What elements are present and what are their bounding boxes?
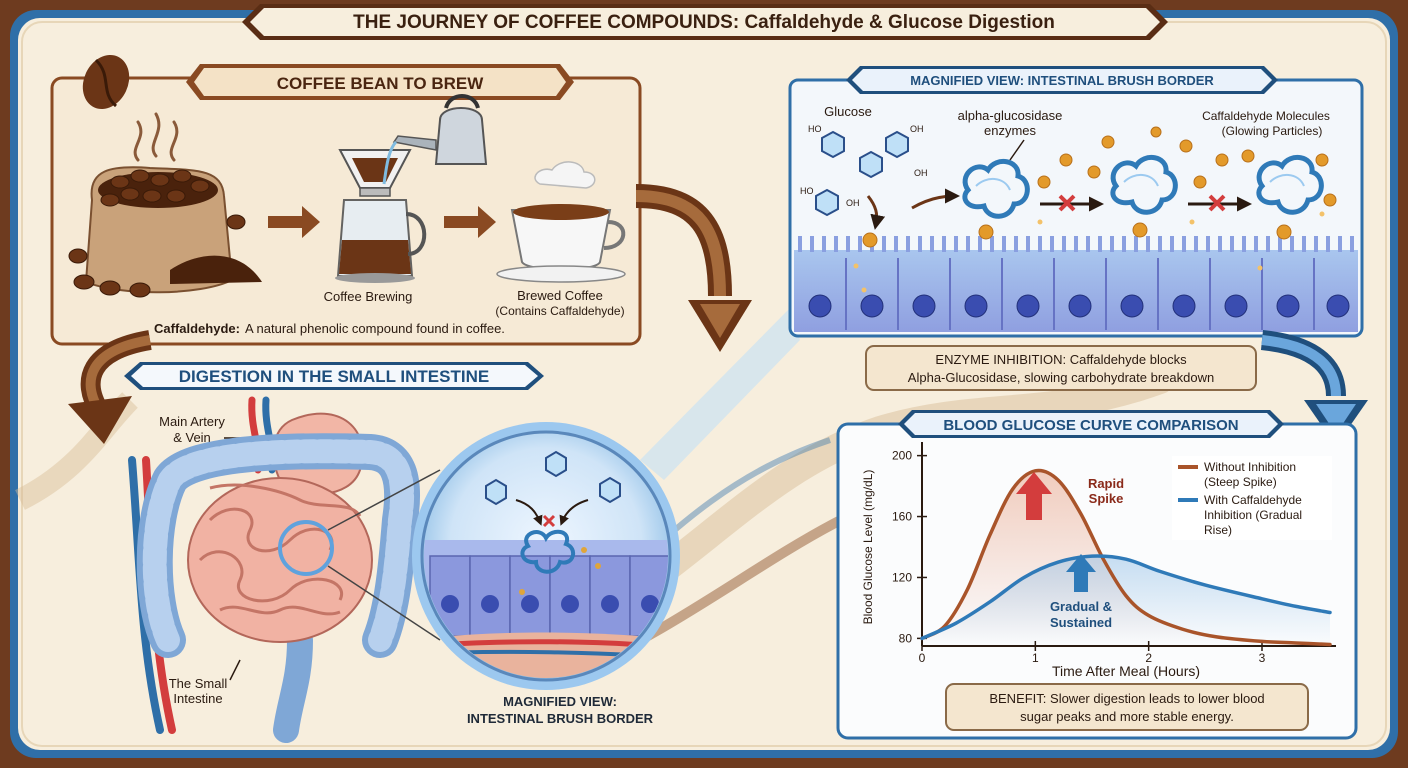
magnified-label-line1: MAGNIFIED VIEW:	[503, 694, 617, 709]
coffee-sack-icon	[68, 166, 262, 298]
large-intestine-icon	[136, 433, 421, 743]
brush-panel-header: MAGNIFIED VIEW: INTESTINAL BRUSH BORDER	[910, 73, 1214, 88]
coffee-panel-header: COFFEE BEAN TO BREW	[277, 74, 484, 93]
magnified-label-line2: INTESTINAL BRUSH BORDER	[467, 711, 654, 726]
gradual-label-line1: Gradual &	[1050, 599, 1112, 614]
enzyme-icon	[962, 155, 1324, 219]
blocked-arrow-1	[1040, 194, 1104, 212]
inhibition-box: ENZYME INHIBITION: Caffaldehyde blocks A…	[865, 345, 1257, 391]
spike-up-arrow	[1016, 472, 1052, 520]
brush-border-panel: MAGNIFIED VIEW: INTESTINAL BRUSH BORDER	[788, 66, 1364, 338]
zoom-circle	[278, 520, 334, 576]
glucose-label: Glucose	[824, 104, 872, 119]
ho-label-1: HO	[808, 124, 822, 134]
caffaldehyde-label-line1: Caffaldehyde Molecules	[1202, 109, 1330, 123]
benefit-box: BENEFIT: Slower digestion leads to lower…	[945, 683, 1309, 731]
legend-with-line3: Rise)	[1204, 523, 1232, 537]
artery-label-line2: & Vein	[173, 430, 211, 445]
curved-arrow-right	[635, 184, 752, 352]
inhibition-text-line1: ENZYME INHIBITION: Caffaldehyde blocks	[935, 352, 1187, 367]
x-axis-label: Time After Meal (Hours)	[1052, 663, 1200, 679]
coffee-bean-icon	[82, 54, 130, 110]
benefit-text-line2: sugar peaks and more stable energy.	[1020, 709, 1234, 724]
y-tick-label-2: 160	[892, 510, 912, 524]
chart-legend: Without Inhibition (Steep Spike) With Ca…	[1172, 456, 1332, 540]
intestinal-cells	[794, 236, 1358, 332]
page-title: THE JOURNEY OF COFFEE COMPOUNDS: Caffald…	[353, 12, 1055, 33]
artery-label-line1: Main Artery	[159, 414, 225, 429]
oh-label-1: OH	[910, 124, 924, 134]
y-tick-label-1: 120	[892, 570, 912, 584]
kettle-icon	[382, 94, 488, 185]
legend-without-line1: Without Inhibition	[1204, 460, 1296, 474]
inhibition-text-line2: Alpha-Glucosidase, slowing carbohydrate …	[908, 370, 1214, 385]
x-tick-label-0: 0	[919, 651, 926, 665]
series-line-1	[920, 554, 1332, 641]
series-line-0	[920, 468, 1332, 647]
small-intestine-label-line2: Intestine	[173, 691, 222, 706]
enzyme-label-line1: alpha-glucosidase	[958, 108, 1063, 123]
y-tick-label-3: 200	[892, 449, 912, 463]
title-bar: THE JOURNEY OF COFFEE COMPOUNDS: Caffald…	[242, 4, 1168, 40]
x-tick-label-2: 2	[1145, 651, 1152, 665]
legend-with-line1: With Caffaldehyde	[1204, 493, 1302, 507]
benefit-text-line1: BENEFIT: Slower digestion leads to lower…	[989, 691, 1264, 706]
glucose-molecule-icon	[815, 130, 909, 217]
small-intestine-label-line1: The Small	[169, 676, 228, 691]
chart-panel-header: BLOOD GLUCOSE CURVE COMPARISON	[943, 417, 1238, 434]
digestion-section: DIGESTION IN THE SMALL INTESTINE Main Ar…	[124, 362, 680, 743]
x-tick-label-3: 3	[1259, 651, 1266, 665]
caffaldehyde-term: Caffaldehyde:	[154, 321, 240, 336]
coffee-brewing-label: Coffee Brewing	[324, 289, 413, 304]
enzyme-label-line2: enzymes	[984, 123, 1037, 138]
oh-label-3: OH	[914, 168, 928, 178]
brewed-coffee-label: Brewed Coffee	[517, 288, 603, 303]
y-axis-label: Blood Glucose Level (mg/dL)	[861, 470, 875, 625]
curved-arrow-down-left	[68, 330, 152, 444]
coffee-panel: COFFEE BEAN TO BREW	[50, 54, 642, 346]
caffaldehyde-definition: A natural phenolic compound found in cof…	[245, 321, 505, 336]
caffaldehyde-note: Caffaldehyde: A natural phenolic compound…	[154, 321, 505, 336]
spike-label-line1: Rapid	[1088, 476, 1124, 491]
chart-panel: BLOOD GLUCOSE CURVE COMPARISON 0 1 2 3 80 120…	[836, 410, 1358, 740]
caffaldehyde-label-line2: (Glowing Particles)	[1222, 124, 1323, 138]
spike-label-line2: Spike	[1089, 491, 1124, 506]
oh-label-2: OH	[846, 198, 860, 208]
zoom-beam	[640, 308, 800, 480]
magnified-circle	[412, 422, 680, 690]
caffaldehyde-particle-icons	[862, 126, 1337, 248]
process-arrow-2	[444, 206, 496, 238]
steam-icon	[133, 112, 179, 162]
gradual-label-line2: Sustained	[1050, 615, 1112, 630]
y-tick-label-0: 80	[899, 631, 913, 645]
blocked-arrow-2	[1188, 194, 1252, 212]
process-arrow-1	[268, 206, 320, 238]
small-intestine-icon	[187, 477, 373, 643]
gradual-up-arrow	[1066, 554, 1096, 592]
legend-without-line2: (Steep Spike)	[1204, 475, 1277, 489]
x-tick-label-1: 1	[1032, 651, 1039, 665]
coffee-cup-icon	[496, 161, 626, 283]
legend-with-line2: Inhibition (Gradual	[1204, 508, 1302, 522]
ho-label-2: HO	[800, 186, 814, 196]
brewed-coffee-sublabel: (Contains Caffaldehyde)	[495, 304, 624, 318]
digestion-header: DIGESTION IN THE SMALL INTESTINE	[179, 367, 489, 386]
